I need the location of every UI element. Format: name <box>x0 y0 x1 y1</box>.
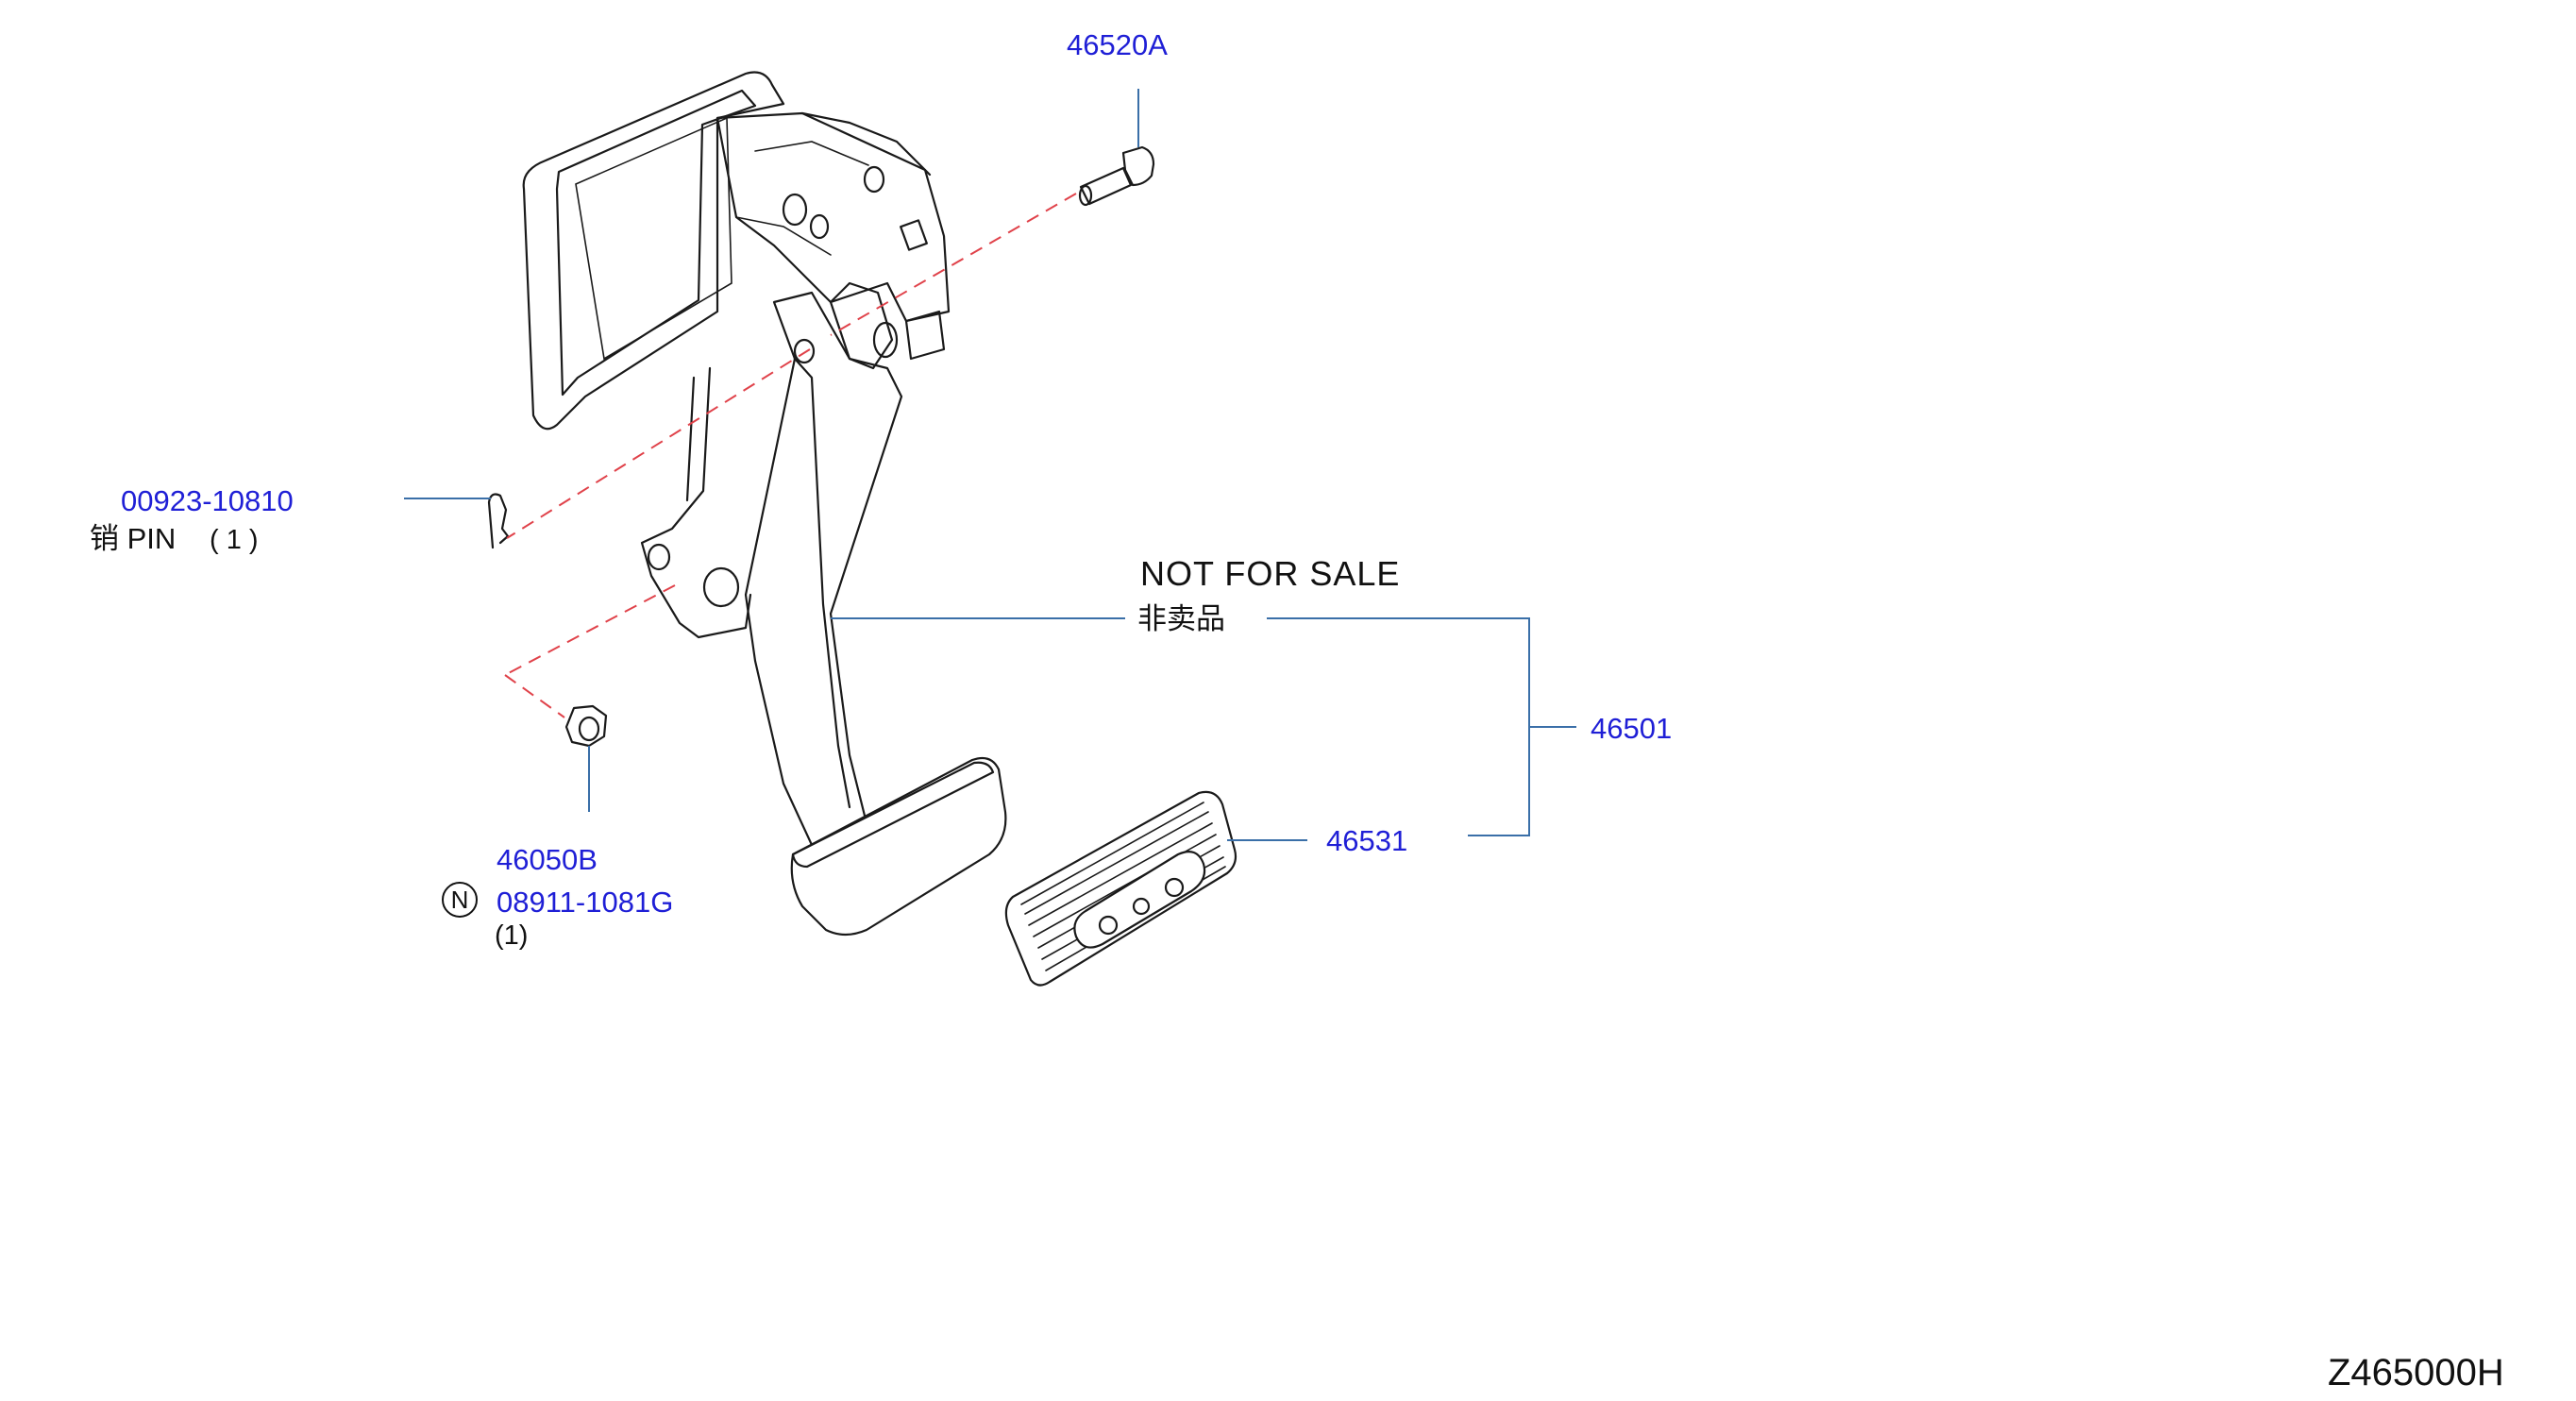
nut-part-number[interactable]: 46050B <box>497 843 598 876</box>
clip-pin-name: 销 PIN <box>90 522 177 555</box>
pedal-foot-plate <box>790 756 1007 937</box>
pin-bolt <box>1078 145 1155 207</box>
pedal-bracket <box>522 71 951 430</box>
pedal-pad <box>1004 790 1237 987</box>
not-for-sale-chinese: 非卖品 <box>1137 602 1225 635</box>
diagram-reference-code: Z465000H <box>2328 1352 2504 1393</box>
pedal-assembly-part-number[interactable]: 46501 <box>1591 712 1673 745</box>
assembly-dashed-lines <box>504 193 1077 718</box>
clip-pin-qty: ( 1 ) <box>210 525 259 555</box>
clip-pin-part-number[interactable]: 00923-10810 <box>121 484 294 517</box>
not-for-sale-label: NOT FOR SALE <box>1140 554 1401 593</box>
nut-alternate-part-number[interactable]: 08911-1081G <box>497 886 674 919</box>
leader-lines <box>404 89 1576 841</box>
pedal-pad-part-number[interactable]: 46531 <box>1326 824 1408 857</box>
nut-qty: (1) <box>495 920 529 951</box>
flange-nut <box>564 704 608 748</box>
pin-bolt-part-number[interactable]: 46520A <box>1067 28 1168 61</box>
alternate-part-badge: N <box>442 882 478 918</box>
pedal-arm <box>640 291 903 847</box>
clip-pin <box>487 493 510 549</box>
